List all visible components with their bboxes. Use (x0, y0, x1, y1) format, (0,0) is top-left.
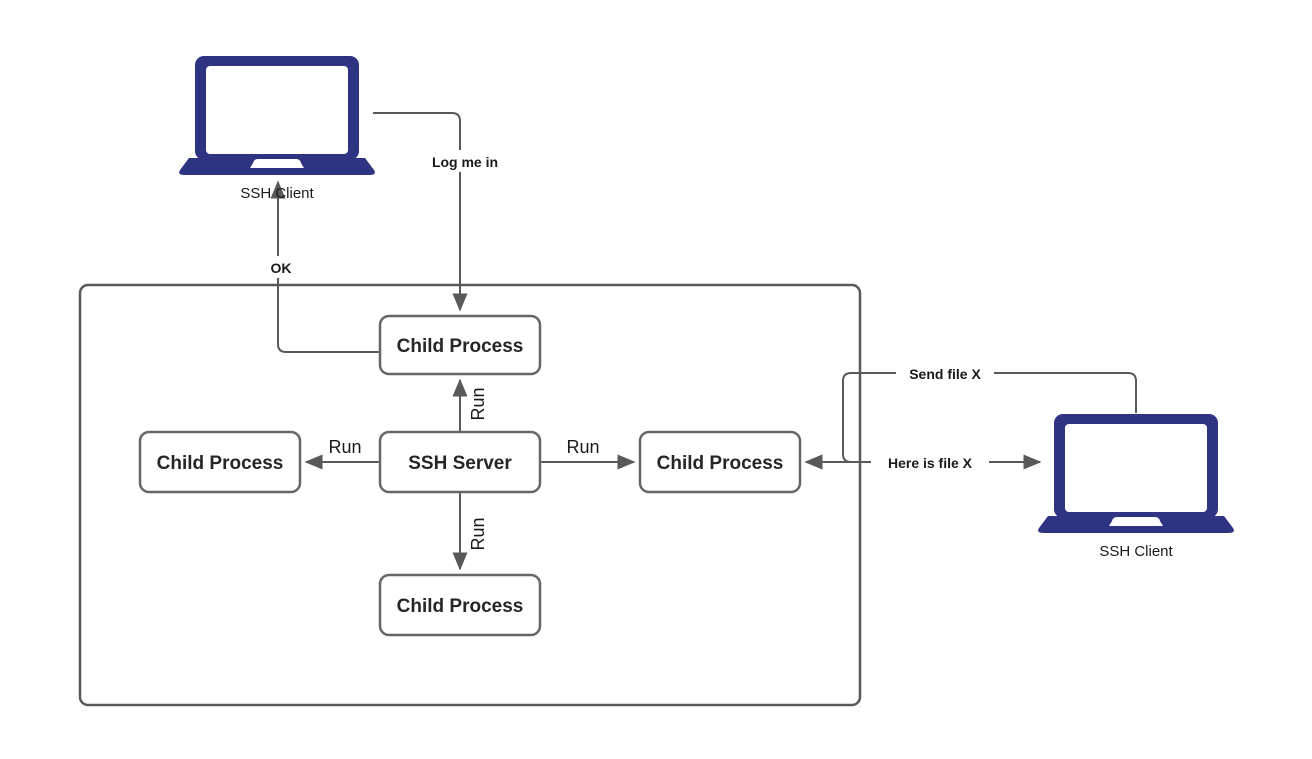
edge-label-log-me-in: Log me in (413, 150, 517, 172)
node-label: Child Process (397, 336, 524, 357)
edge-label-text: Here is file X (888, 455, 973, 471)
node-label: Child Process (157, 453, 284, 474)
ssh-server-host-boundary (78, 283, 862, 707)
laptop-icon (179, 56, 375, 175)
node-ssh-server[interactable]: SSH Server (378, 430, 542, 494)
node-label: Child Process (657, 453, 784, 474)
node-label: Child Process (397, 596, 524, 617)
device-label-ssh-client-top: SSH Client (240, 185, 314, 202)
edge-label-run-down: Run (468, 511, 495, 557)
edge-label-ok: OK (262, 256, 300, 278)
edge-label-text: Run (566, 437, 599, 457)
connector-log-me-in (373, 112, 468, 312)
connector-ok (270, 180, 380, 353)
connector-send-file-x (806, 372, 1137, 463)
edge-label-text: Run (328, 437, 361, 457)
device-label-ssh-client-right: SSH Client (1099, 543, 1173, 560)
edge-label-run-up: Run (468, 381, 495, 427)
edge-label-run-left: Run (324, 435, 366, 459)
edge-label-text: Run (468, 387, 488, 420)
node-child-process-left[interactable]: Child Process (138, 430, 302, 494)
edge-label-text: Send file X (909, 366, 981, 382)
edge-label-run-right: Run (562, 435, 604, 459)
edge-label-send-file-x: Send file X (896, 364, 994, 384)
node-child-process-top[interactable]: Child Process (378, 314, 542, 376)
node-child-process-bottom[interactable]: Child Process (378, 573, 542, 637)
edge-label-text: Run (468, 517, 488, 550)
laptop-icon (1038, 414, 1234, 533)
node-label: SSH Server (408, 453, 512, 474)
edge-label-here-is-file-x: Here is file X (871, 453, 989, 473)
node-child-process-right[interactable]: Child Process (638, 430, 802, 494)
edge-label-text: Log me in (432, 154, 498, 170)
edge-label-text: OK (271, 260, 292, 276)
